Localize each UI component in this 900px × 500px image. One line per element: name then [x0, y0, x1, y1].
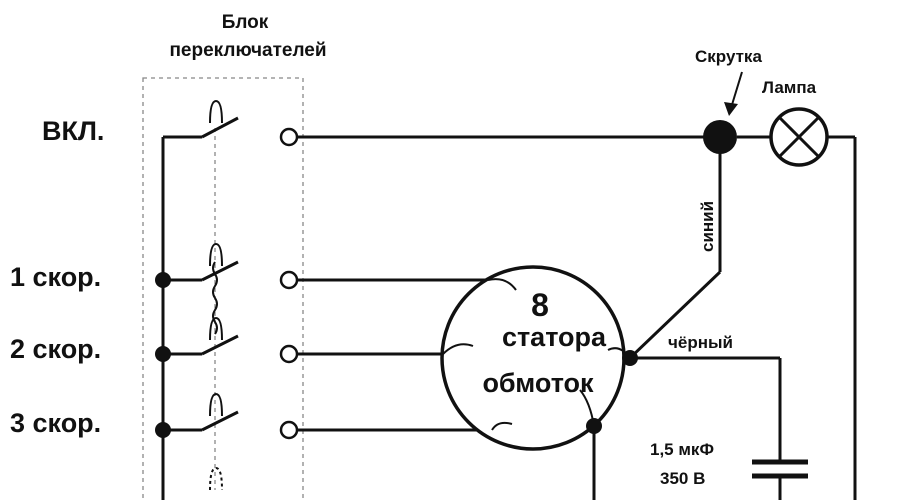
switch-speed3-blade: [201, 410, 239, 432]
switch-speed2-terminal: [279, 344, 299, 364]
switch-on-blade: [201, 116, 239, 139]
twist-arrow-head: [724, 102, 738, 116]
switch-block-title-line1: Блок: [222, 12, 269, 33]
twist-junction: [703, 120, 737, 154]
switch-block-title-line2: переключателей: [169, 40, 326, 61]
label-lamp: Лампа: [762, 78, 817, 97]
switch-spare-knob: [209, 466, 223, 491]
label-on: ВКЛ.: [42, 116, 104, 146]
switch-block-frame: [142, 77, 304, 500]
label-capacitor-voltage: 350 В: [660, 469, 705, 488]
switch-speed2-knob: [209, 316, 223, 341]
motor-lead-speed2: [442, 343, 474, 355]
switch-speed2-blade: [201, 334, 239, 356]
switch-speed1-terminal: [279, 270, 299, 290]
switch-speed1-blade: [201, 260, 239, 282]
motor-label-line3: обмоток: [482, 368, 594, 398]
label-blue: синий: [698, 201, 717, 252]
motor-label-line2: статора: [502, 322, 607, 352]
label-speed2: 2 скор.: [10, 334, 101, 364]
blue-wire-diagonal: [628, 270, 722, 360]
lamp-cross-b: [778, 116, 820, 158]
switch-speed1-knob: [209, 242, 223, 267]
switch-on-terminal: [279, 127, 299, 147]
label-twist: Скрутка: [695, 47, 762, 66]
label-black: чёрный: [668, 333, 733, 352]
switch-speed3-terminal: [279, 420, 299, 440]
twist-arrow-line: [730, 71, 743, 109]
label-speed3: 3 скор.: [10, 408, 101, 438]
label-speed1: 1 скор.: [10, 262, 101, 292]
motor-lead-speed1: [487, 278, 517, 291]
label-capacitor-value: 1,5 мкФ: [650, 440, 714, 459]
motor-label-line1: 8: [531, 287, 549, 323]
motor-lead-speed3: [491, 421, 513, 431]
switch-speed3-knob: [209, 392, 223, 417]
switch-on-knob: [209, 99, 223, 124]
